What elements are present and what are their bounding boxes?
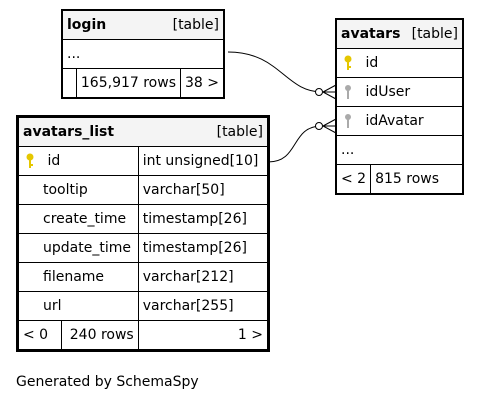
avatars-header[interactable]: avatars [table] [336,19,463,49]
login-children-link[interactable]: 38 > [180,68,224,98]
foreign-key-icon [341,113,355,129]
login-title[interactable]: login [67,17,107,33]
avatars-list-column-row[interactable]: url varchar[255] [17,291,270,321]
avatars-list-column-type: varchar[255] [137,291,270,321]
avatars-list-to-avatars-connector [267,125,323,163]
primary-key-icon [23,153,37,169]
avatars-ellipsis: ... [336,135,463,165]
avatars-column-row[interactable]: id [336,48,463,78]
login-header[interactable]: login [table] [62,10,224,40]
avatars-column-name: idUser [365,84,411,100]
login-rows: 165,917 rows [75,68,182,98]
avatars-list-column-name: tooltip [43,182,88,198]
login-connector-optional-marker [315,88,323,96]
avatars-column-name: id [365,55,379,71]
login-table[interactable]: login [table] ... 165,917 rows 38 > [61,9,225,99]
login-connector-crowfoot [322,84,337,100]
avatars-ellipsis-row: ... [336,135,463,165]
avatars-list-column-name: url [43,298,62,314]
avatars-list-footer-row: < 0 240 rows 1 > [17,320,270,351]
avatars-list-column-type: timestamp[26] [137,204,270,234]
avatars-table[interactable]: avatars [table] id idUser idAvatar ... [335,18,464,195]
avatars-list-kind: [table] [216,124,263,140]
avatars-footer-row: < 2 815 rows [335,164,463,194]
avatars-list-column-row[interactable]: tooltip varchar[50] [17,175,270,205]
generated-by-label: Generated by SchemaSpy [16,374,199,390]
primary-key-icon [341,55,355,71]
avatars-list-table[interactable]: avatars_list [table] id int unsigned[10]… [16,115,270,352]
avatars-list-connector-optional-marker [315,122,323,130]
avatars-list-column-name: update_time [43,240,131,256]
avatars-list-title[interactable]: avatars_list [23,124,115,140]
avatars-list-connector-crowfoot [322,118,337,134]
avatars-list-column-row[interactable]: create_time timestamp[26] [17,204,270,234]
avatars-list-column-row[interactable]: id int unsigned[10] [17,146,270,176]
avatars-parents-link[interactable]: < 2 [335,164,372,194]
avatars-column-row[interactable]: idUser [336,77,463,107]
login-to-avatars-connector [227,51,323,93]
avatars-list-column-type: timestamp[26] [137,233,270,263]
login-footer-row: 165,917 rows 38 > [62,68,224,98]
login-kind: [table] [172,17,219,33]
avatars-list-column-name: id [47,153,61,169]
login-ellipsis-row: ... [62,39,224,69]
avatars-rows: 815 rows [370,164,463,194]
avatars-column-row[interactable]: idAvatar [336,106,463,136]
avatars-list-column-type: varchar[212] [137,262,270,292]
avatars-list-column-row[interactable]: filename varchar[212] [17,262,270,292]
avatars-list-parents-link[interactable]: < 0 [17,320,62,351]
avatars-list-column-type: varchar[50] [137,175,270,205]
avatars-list-column-name: create_time [43,211,127,227]
login-parents-cell [62,68,77,98]
avatars-title[interactable]: avatars [341,26,401,42]
avatars-list-column-name: filename [43,269,105,285]
login-ellipsis: ... [62,39,224,69]
avatars-kind: [table] [411,26,458,42]
avatars-list-rows: 240 rows [61,320,139,351]
avatars-list-children-link[interactable]: 1 > [137,320,270,351]
foreign-key-icon [341,84,355,100]
avatars-list-header[interactable]: avatars_list [table] [17,116,269,147]
avatars-column-name: idAvatar [365,113,424,129]
avatars-list-column-type: int unsigned[10] [137,146,270,176]
avatars-list-column-row[interactable]: update_time timestamp[26] [17,233,270,263]
